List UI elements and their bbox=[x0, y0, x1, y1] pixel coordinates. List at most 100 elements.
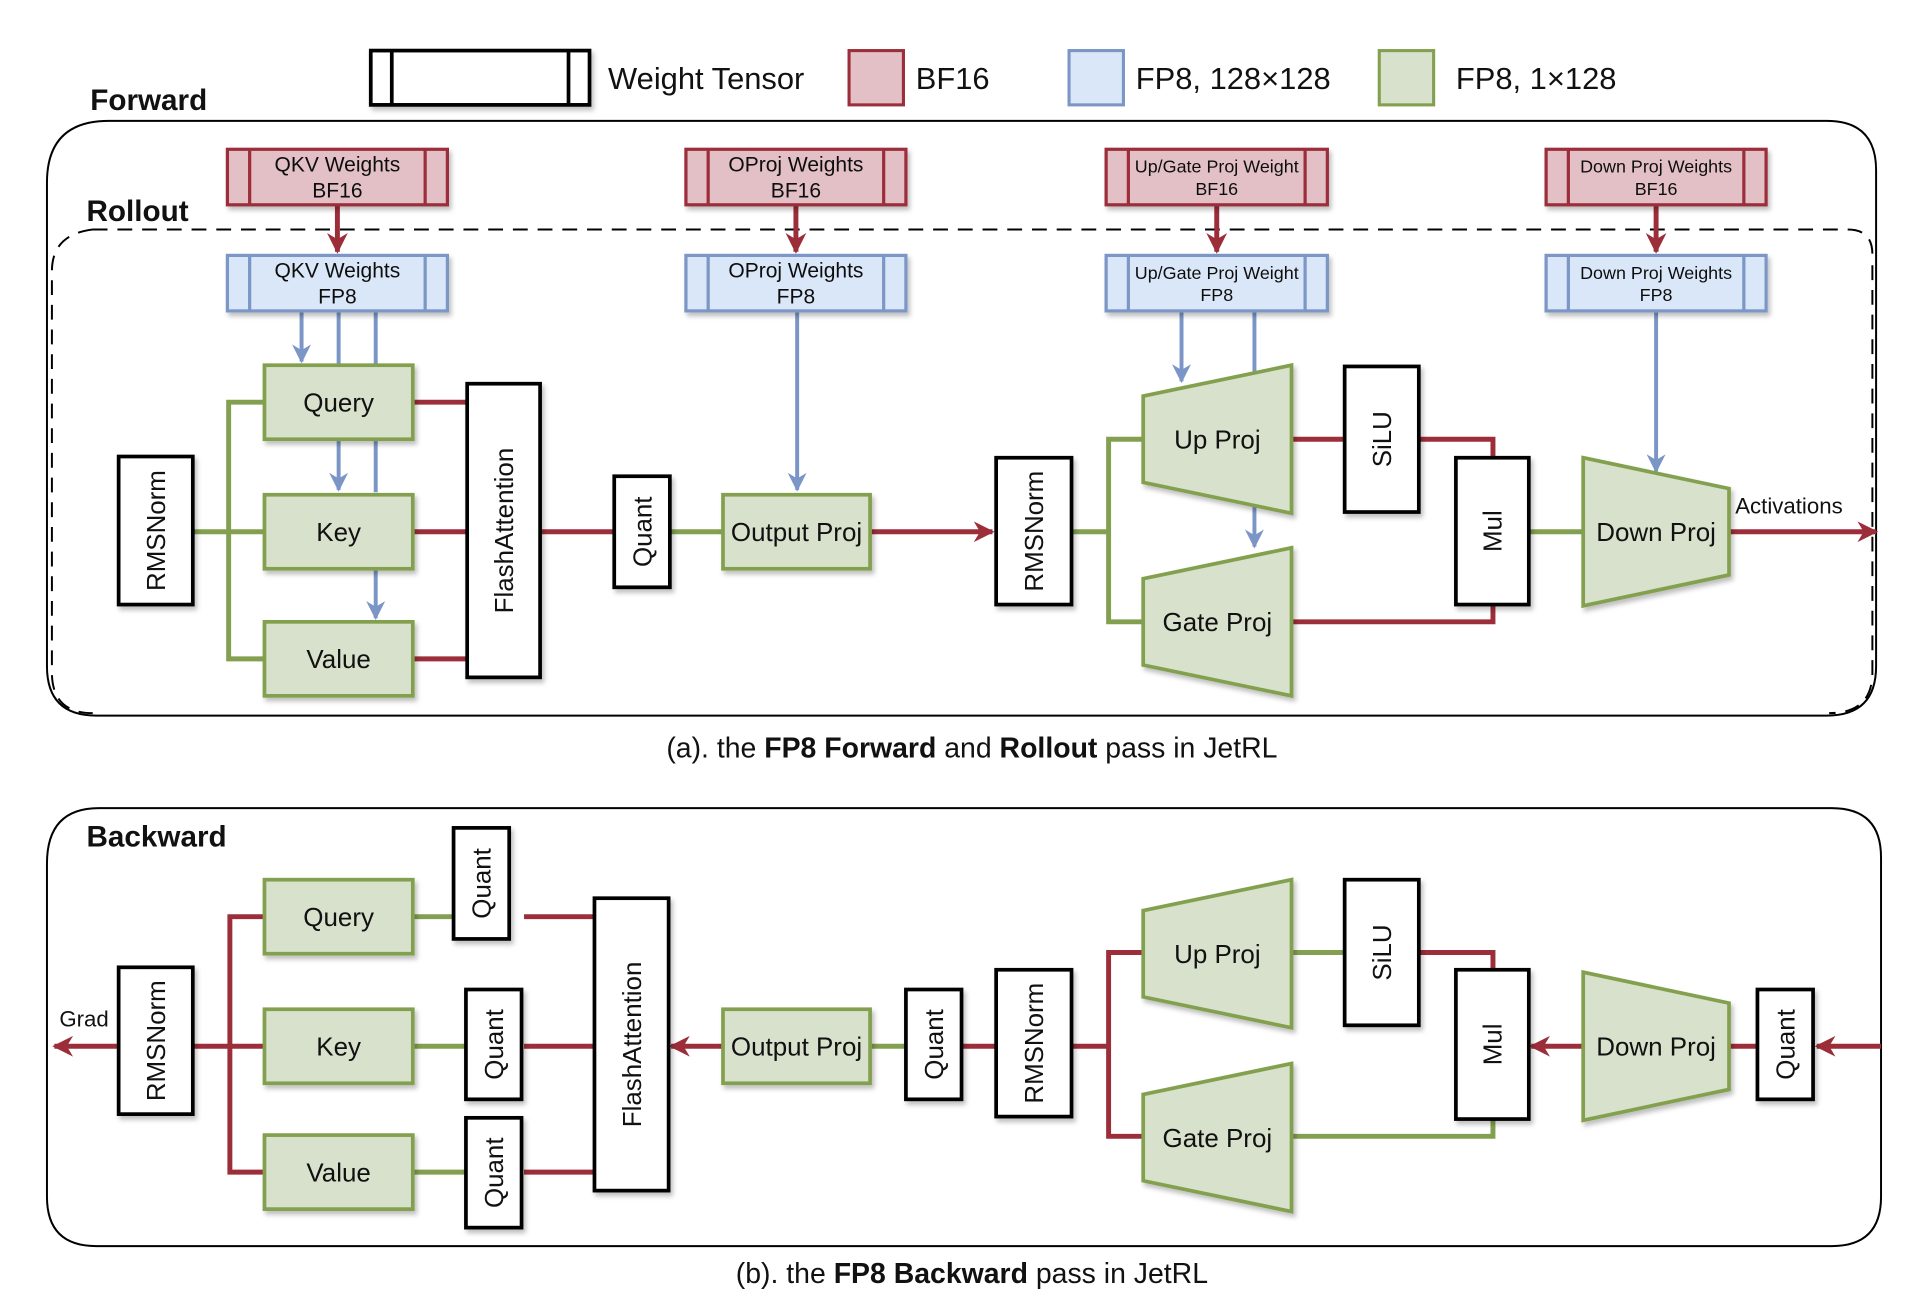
bwd-value[interactable]: Value bbox=[262, 1133, 415, 1211]
grad-label: Grad bbox=[59, 1007, 108, 1032]
fp8-1x128-swatch bbox=[1377, 49, 1436, 107]
weight-oproj-bf16-precision: BF16 bbox=[771, 179, 821, 202]
bwd-quant-input[interactable]: Quant bbox=[1755, 987, 1815, 1102]
fwd-query[interactable]: Query bbox=[262, 363, 415, 442]
caption-b-suffix: pass in JetRL bbox=[1028, 1258, 1208, 1290]
caption-b-bold1: FP8 Backward bbox=[834, 1258, 1028, 1290]
bwd-quant-input-label: Quant bbox=[1773, 1008, 1801, 1079]
legend: Weight Tensor BF16 FP8, 128×128 FP8, 1×1… bbox=[368, 48, 1616, 107]
fwd-mul-label: Mul bbox=[1480, 510, 1508, 552]
fwd-silu-label: SiLU bbox=[1369, 411, 1397, 467]
bwd-quant-query[interactable]: Quant bbox=[451, 826, 512, 941]
bwd-output-proj[interactable]: Output Proj bbox=[721, 1007, 872, 1086]
rollout-frame bbox=[50, 228, 1874, 715]
fwd-flashattention[interactable]: FlashAttention bbox=[465, 381, 542, 680]
fwd-gate-proj[interactable]: Gate Proj bbox=[1141, 545, 1294, 699]
bwd-down-proj[interactable]: Down Proj bbox=[1581, 969, 1731, 1123]
bwd-mul-label: Mul bbox=[1480, 1024, 1508, 1066]
line-mul-to-silu bbox=[1418, 950, 1496, 970]
fwd-value-label: Value bbox=[306, 646, 370, 674]
fwd-down-proj[interactable]: Down Proj bbox=[1581, 455, 1731, 609]
legend-fp8-128x128: FP8, 128×128 bbox=[1067, 49, 1331, 107]
forward-connectors bbox=[192, 204, 1879, 662]
bwd-quant-value[interactable]: Quant bbox=[464, 1115, 524, 1230]
bwd-gate-proj[interactable]: Gate Proj bbox=[1141, 1061, 1294, 1214]
forward-frame bbox=[45, 119, 1878, 717]
bwd-key[interactable]: Key bbox=[262, 1007, 415, 1086]
fwd-rmsnorm-ffn[interactable]: RMSNorm bbox=[994, 455, 1074, 607]
caption-a-bold2: Rollout bbox=[1000, 733, 1098, 765]
bwd-rmsnorm-ffn[interactable]: RMSNorm bbox=[994, 967, 1074, 1119]
bwd-query[interactable]: Query bbox=[262, 877, 415, 956]
line-silu-to-mul bbox=[1418, 436, 1496, 458]
fwd-rmsnorm-ffn-label: RMSNorm bbox=[1021, 471, 1049, 592]
bwd-silu-label: SiLU bbox=[1369, 924, 1397, 980]
bwd-quant-key[interactable]: Quant bbox=[464, 987, 524, 1102]
weight-down-bf16-label: Down Proj Weights bbox=[1580, 157, 1732, 177]
weight-down-bf16-precision: BF16 bbox=[1635, 179, 1678, 199]
caption-a-suffix: pass in JetRL bbox=[1097, 733, 1277, 765]
fwd-up-proj[interactable]: Up Proj bbox=[1141, 362, 1294, 516]
weight-tensor-swatch bbox=[368, 48, 592, 107]
legend-fp8-1x128: FP8, 1×128 bbox=[1377, 49, 1616, 107]
backward-caption: (b). the FP8 Backward pass in JetRL bbox=[696, 1258, 1231, 1290]
bwd-value-label: Value bbox=[306, 1159, 370, 1187]
legend-bf16: BF16 bbox=[847, 49, 990, 107]
bwd-quant-query-label: Quant bbox=[469, 847, 497, 918]
fwd-value[interactable]: Value bbox=[262, 619, 415, 698]
line-ffn-branch bbox=[1106, 436, 1144, 625]
weight-qkv-fp8-label: QKV Weights bbox=[275, 260, 401, 283]
line-ffn-branch bbox=[1106, 950, 1144, 1139]
fwd-rmsnorm-attn-label: RMSNorm bbox=[143, 470, 171, 591]
fp8-128x128-swatch bbox=[1067, 49, 1125, 107]
forward-caption: (a). the FP8 Forward and Rollout pass in… bbox=[627, 733, 1301, 765]
fwd-up-proj-label: Up Proj bbox=[1174, 427, 1261, 455]
fwd-quant-label: Quant bbox=[629, 496, 657, 567]
bwd-quant-output[interactable]: Quant bbox=[904, 987, 964, 1102]
fwd-output-proj[interactable]: Output Proj bbox=[721, 492, 872, 571]
bwd-query-label: Query bbox=[303, 904, 374, 932]
weight-qkv-fp8-precision: FP8 bbox=[318, 286, 357, 309]
bwd-up-proj-label: Up Proj bbox=[1174, 941, 1261, 969]
legend-label-fp8-128x128: FP8, 128×128 bbox=[1136, 61, 1331, 96]
legend-weight-tensor: Weight Tensor bbox=[368, 48, 804, 107]
bwd-mul[interactable]: Mul bbox=[1454, 967, 1531, 1121]
fwd-mul[interactable]: Mul bbox=[1454, 455, 1531, 607]
fwd-key[interactable]: Key bbox=[262, 492, 415, 571]
caption-a-mid: and bbox=[936, 733, 999, 765]
legend-label-weight-tensor: Weight Tensor bbox=[608, 61, 804, 96]
weight-oproj-fp8-label: OProj Weights bbox=[728, 260, 863, 283]
backward-frame bbox=[45, 807, 1883, 1248]
line-rmsnorm-branch-qv bbox=[226, 399, 265, 662]
bwd-silu[interactable]: SiLU bbox=[1342, 877, 1421, 1028]
fwd-rmsnorm-attn[interactable]: RMSNorm bbox=[116, 454, 195, 607]
fwd-silu[interactable]: SiLU bbox=[1342, 364, 1421, 514]
weight-upgate-bf16-precision: BF16 bbox=[1195, 179, 1238, 199]
weight-upgate-fp8-label: Up/Gate Proj Weight bbox=[1135, 263, 1299, 283]
weight-oproj-fp8-precision: FP8 bbox=[777, 286, 816, 309]
bwd-down-proj-label: Down Proj bbox=[1596, 1034, 1716, 1062]
bwd-quant-key-label: Quant bbox=[481, 1008, 509, 1079]
bwd-gate-proj-label: Gate Proj bbox=[1163, 1125, 1273, 1153]
bf16-swatch bbox=[847, 49, 905, 107]
forward-title: Forward bbox=[90, 84, 207, 117]
fwd-key-label: Key bbox=[316, 519, 361, 547]
fwd-quant[interactable]: Quant bbox=[612, 474, 672, 590]
line-mul-to-gate-proj bbox=[1291, 1119, 1496, 1139]
bwd-flashattention[interactable]: FlashAttention bbox=[592, 896, 671, 1193]
activations-label: Activations bbox=[1735, 493, 1843, 518]
fwd-down-proj-label: Down Proj bbox=[1596, 519, 1716, 547]
fwd-query-label: Query bbox=[303, 389, 374, 417]
bwd-key-label: Key bbox=[316, 1034, 361, 1062]
bwd-rmsnorm-attn[interactable]: RMSNorm bbox=[116, 965, 195, 1116]
caption-a-prefix: (a). the bbox=[666, 733, 764, 765]
bwd-rmsnorm-attn-label: RMSNorm bbox=[143, 980, 171, 1101]
bwd-up-proj[interactable]: Up Proj bbox=[1141, 877, 1294, 1031]
